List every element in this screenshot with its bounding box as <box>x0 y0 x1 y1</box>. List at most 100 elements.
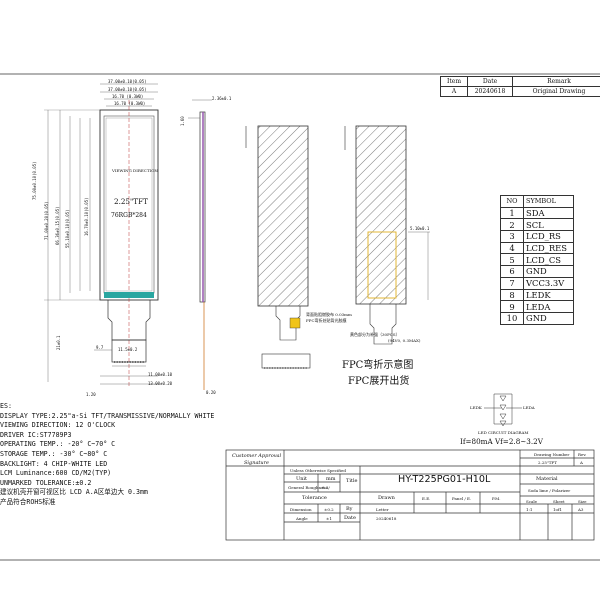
angle-label: Angle <box>296 516 308 521</box>
material-value: Soda lime / Polarizer <box>528 488 571 493</box>
led-circuit-diagram <box>484 393 522 427</box>
leda-label: LEDA <box>523 405 535 410</box>
fpc-dim-1: 9.7 <box>96 345 104 350</box>
table-row: A 20240618 Original Drawing <box>440 86 600 97</box>
note-line: DISPLAY TYPE:2.25"a-Si TFT/TRANSMISSIVE/… <box>0 411 215 420</box>
note-line: DRIVER IC:ST7789P3 <box>0 430 72 439</box>
pin-symbol: LCD_RS <box>523 230 574 243</box>
dim-top-4: 16.70 (0.3W0) <box>114 101 146 106</box>
pin-symbol: LCD_CS <box>523 253 574 267</box>
flat-module-back <box>355 125 407 305</box>
note-line: OPERATING TEMP.: -20° C~70° C <box>0 440 116 449</box>
revision-item: A <box>440 86 468 97</box>
unit-value: mm <box>326 476 336 482</box>
by-value: Letter <box>376 507 389 512</box>
folded-module-back <box>257 125 309 307</box>
side-dim-1: 2.36±0.1 <box>212 96 232 101</box>
flat-caption: FPC展开出货 <box>348 376 410 387</box>
dimension-label: Dimension <box>290 507 312 512</box>
notes-heading: ES: <box>0 402 12 410</box>
fpc-note-3: 黄色部分为补强（30PCS） <box>350 332 400 337</box>
spec-notes: ES: DISPLAY TYPE:2.25"a-Si TFT/TRANSMISS… <box>0 402 215 508</box>
sheet-value: 1of1 <box>553 507 562 512</box>
note-line: BACKLIGHT: 4 CHIP-WHITE LED <box>0 459 108 468</box>
pin-no: 7 <box>500 276 524 290</box>
front-view <box>44 83 159 388</box>
panel-size-label: 2.25"TFT <box>114 197 148 206</box>
date-value: 20240618 <box>376 516 397 521</box>
pin-symbol: SDA <box>523 206 574 220</box>
pin-no: 5 <box>500 253 524 267</box>
revision-header-date: Date <box>467 76 513 87</box>
note-line: UNMARKED TOLERANCE:±0.2 <box>0 478 92 487</box>
model-number: HY-T225PG01-H10L <box>398 474 491 485</box>
pin-no: 10 <box>500 311 524 325</box>
dim-height-3: 66.36±0.15(0.05) <box>55 206 60 245</box>
led-spec: If=80mA Vf=2.8~3.2V <box>460 437 543 446</box>
revision-table: Item Date Remark A 20240618 Original Dra… <box>440 76 600 97</box>
led-circuit-label: LED CIRCUIT DIAGRAM <box>478 430 529 435</box>
sheet-label: Sheet <box>553 499 565 504</box>
pin-no: 8 <box>500 288 524 302</box>
note-line: STORAGE TEMP.: -30° C~80° C <box>0 449 108 458</box>
revision-header-item: Item <box>440 76 468 87</box>
dimension-value: ±0.2 <box>324 507 334 512</box>
revision-header-remark: Remark <box>512 76 600 87</box>
pin-no: 9 <box>500 300 524 313</box>
pm-label: P.M. <box>492 496 501 501</box>
symbol-header-row: NO SYMBOL <box>500 195 574 208</box>
pin-symbol: GND <box>523 311 574 325</box>
signature-label: Signature <box>244 460 270 466</box>
size-label: Size <box>578 499 587 504</box>
customer-approval-label: Customer Approval <box>232 453 282 459</box>
fpc-folded-view <box>245 125 311 369</box>
fpc-dim-3: 11.00±0.10 <box>148 372 173 377</box>
dim-height-1: 75.00±0.10(0.05) <box>32 161 37 200</box>
revision-remark: Original Drawing <box>512 86 600 97</box>
fpc-note-4: (94V0, 0.3MAX) <box>388 338 421 343</box>
dim-top-2: 37.00±0.10(0.05) <box>108 87 147 92</box>
size-value: A3 <box>578 507 584 512</box>
dim-top-1: 37.00±0.10(0.05) <box>108 79 147 84</box>
fold-tail-connector <box>261 353 311 369</box>
side-view <box>188 99 212 390</box>
fpc-flat-view <box>344 125 430 345</box>
pin-symbol: VCC3.3V <box>523 276 574 290</box>
side-dim-3: 0.20 <box>206 390 216 395</box>
unit-label: Unit <box>296 476 308 482</box>
drawing-number-label: Drawing Number <box>534 452 570 457</box>
scale-label: Scale <box>526 499 538 504</box>
note-line: 产品符合ROHS标准 <box>0 497 56 506</box>
rev-value: A <box>580 460 583 465</box>
revision-date: 20240618 <box>467 86 513 97</box>
fpc-note-1: 背面贴阻燃胶布 0.03mm <box>306 312 352 317</box>
viewing-direction-label: VIEWING DIRECTION <box>112 168 158 173</box>
ledk-label: LEDK <box>470 405 482 410</box>
pin-symbol: LEDA <box>523 300 574 313</box>
side-dim-2: 1.60 <box>180 116 185 126</box>
symbol-header-no: NO <box>500 195 524 208</box>
rev-label: Rev. <box>578 452 587 457</box>
folded-fpc <box>275 306 301 341</box>
dim-height-4: 55.10±0.10(0.05) <box>65 209 70 248</box>
drawing-number: 2.25"TFT <box>538 460 557 465</box>
stiffener-patch <box>289 317 301 329</box>
tolerance-label: Tolerance <box>302 495 327 501</box>
drawn-label: Drawn <box>378 495 395 501</box>
fpc-dim-2: 11.5±0.2 <box>118 347 138 352</box>
fpc-connector <box>111 339 147 363</box>
pin-no: 4 <box>500 241 524 255</box>
fold-caption: FPC弯折示意图 <box>342 360 414 371</box>
by-label: By <box>346 506 353 512</box>
title-block-grid <box>225 449 595 541</box>
revision-header-row: Item Date Remark <box>440 76 600 87</box>
pin-symbol: SCL <box>523 218 574 232</box>
